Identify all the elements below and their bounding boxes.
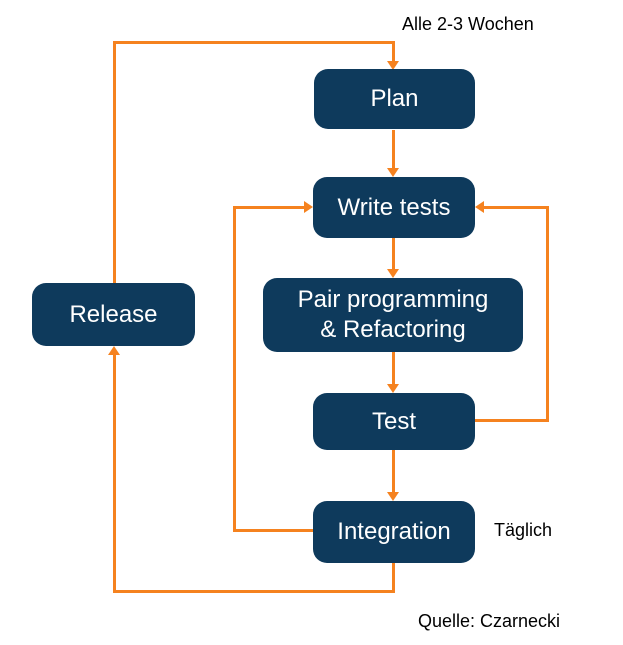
node-integration: Integration (313, 501, 475, 563)
edge-integration-to-release-drop-vline (392, 563, 395, 593)
arrowhead-into-writetests-top-icon (387, 168, 399, 177)
arrowhead-into-writetests-left-icon (304, 201, 313, 213)
node-pair-programming-refactoring: Pair programming & Refactoring (263, 278, 523, 352)
node-plan: Plan (314, 69, 475, 129)
edge-plan-to-writetests-vline (392, 130, 395, 169)
node-write-tests: Write tests (313, 177, 475, 238)
edge-release-to-plan-drop-vline (392, 41, 395, 63)
node-pair-line1-label: Pair programming (297, 286, 489, 313)
node-integration-label: Integration (337, 518, 451, 545)
edge-test-to-integration-vline (392, 450, 395, 493)
node-plan-label: Plan (370, 85, 419, 112)
arrowhead-into-plan-icon (387, 61, 399, 70)
arrowhead-into-integration-icon (387, 492, 399, 501)
node-release: Release (32, 283, 195, 346)
edge-integration-to-release-up-vline (113, 353, 116, 593)
edge-integration-to-writetests-bottom-hline (233, 529, 313, 532)
node-write-tests-label: Write tests (337, 193, 451, 221)
arrowhead-into-release-icon (108, 346, 120, 355)
arrowhead-into-writetests-right-icon (475, 201, 484, 213)
cycle-duration-label: Alle 2-3 Wochen (402, 14, 534, 34)
edge-integration-to-writetests-left-vline (233, 206, 236, 532)
edge-integration-to-release-bottom-hline (113, 590, 395, 593)
source-credit-label: Quelle: Czarnecki (418, 611, 561, 631)
arrowhead-into-test-icon (387, 384, 399, 393)
node-release-label: Release (69, 300, 158, 328)
edge-release-to-plan-left-vline (113, 41, 116, 283)
node-pair-line2-label: & Refactoring (320, 316, 466, 343)
edge-integration-to-writetests-top-hline (236, 206, 304, 209)
edge-test-to-writetests-right-vline (546, 206, 549, 422)
edge-release-to-plan-top-hline (113, 41, 395, 44)
edge-writetests-to-pair-vline (392, 238, 395, 270)
node-test: Test (313, 393, 475, 450)
node-test-label: Test (371, 407, 416, 435)
daily-label: Täglich (494, 520, 553, 540)
edge-test-to-writetests-bottom-hline (475, 419, 549, 422)
edge-pair-to-test-vline (392, 352, 395, 385)
edge-test-to-writetests-top-hline (484, 206, 549, 209)
arrowhead-into-pair-icon (387, 269, 399, 278)
